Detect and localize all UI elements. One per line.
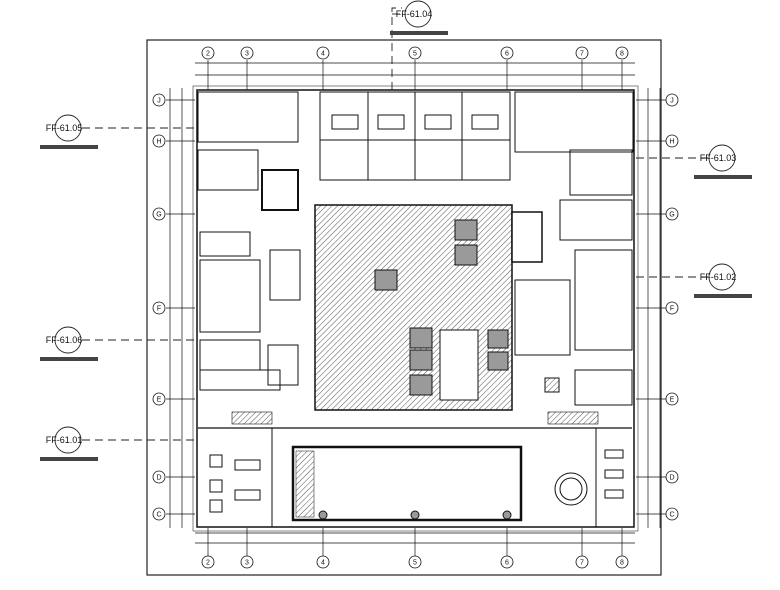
- grid-bubble-row-H: H: [665, 134, 679, 148]
- grid-label: E: [670, 397, 675, 404]
- grid-bubble-row-J: J: [152, 93, 166, 107]
- grid-label: C: [156, 512, 161, 519]
- grid-bubble-col-7: 7: [575, 555, 589, 569]
- grid-label: J: [670, 98, 674, 105]
- pool-area: [198, 427, 632, 527]
- callout-right-2: FF-61.02: [636, 263, 752, 298]
- grid-label: 5: [413, 51, 417, 58]
- grid-bubble-row-F: F: [665, 301, 679, 315]
- callout-caption: [694, 175, 752, 179]
- grid-label: 6: [505, 560, 509, 567]
- grid-bubble-col-2: 2: [201, 555, 215, 569]
- grid-bubble-col-6: 6: [500, 46, 514, 60]
- grid-label: 7: [580, 51, 584, 58]
- grid-bubble-row-C: C: [152, 507, 166, 521]
- callout-label: FF-61.04: [396, 9, 433, 19]
- left-wing-rooms: [197, 91, 301, 391]
- jacuzzi: [554, 472, 588, 506]
- grid-label: 3: [245, 51, 249, 58]
- grid-bubble-row-G: G: [152, 207, 166, 221]
- callout-label: FF-61.02: [700, 272, 737, 282]
- callout-caption: [390, 31, 448, 35]
- grid-bubble-row-F: F: [152, 301, 166, 315]
- grid-label: D: [156, 475, 161, 482]
- grid-label: 8: [620, 560, 624, 567]
- grid-bubble-row-C: C: [665, 507, 679, 521]
- callout-label: FF-61.06: [46, 335, 83, 345]
- callout-caption: [40, 457, 98, 461]
- callout-left-1: FF-61.05: [40, 114, 195, 149]
- grid-bubble-col-4: 4: [316, 555, 330, 569]
- grid-lines: [166, 60, 666, 556]
- grid-label: E: [157, 397, 162, 404]
- grid-bubble-row-G: G: [665, 207, 679, 221]
- building-outline: [196, 89, 635, 528]
- grid-label: 2: [206, 560, 210, 567]
- callout-top: FF-61.04: [390, 0, 448, 90]
- grid-bubble-row-D: D: [665, 470, 679, 484]
- stairs: [231, 411, 599, 425]
- lounge-furniture: [209, 449, 624, 513]
- grid-label: F: [670, 306, 674, 313]
- grid-label: D: [669, 475, 674, 482]
- central-core: [314, 204, 543, 411]
- callout-label: FF-61.03: [700, 153, 737, 163]
- grid-bubble-row-E: E: [152, 392, 166, 406]
- grid-label: J: [157, 98, 161, 105]
- grid-bubble-col-3: 3: [240, 555, 254, 569]
- callout-left-3: FF-61.01: [40, 426, 195, 461]
- swimming-pool: [291, 445, 523, 522]
- building-outer-wall: [192, 85, 639, 532]
- grid-bubble-col-5: 5: [408, 46, 422, 60]
- grid-label: 2: [206, 51, 210, 58]
- callout-label: FF-61.01: [46, 435, 83, 445]
- grid-bubble-col-8: 8: [615, 555, 629, 569]
- guest-rooms-block: [319, 91, 511, 181]
- callout-left-2: FF-61.06: [40, 326, 195, 361]
- grid-label: G: [156, 212, 161, 219]
- grid-bubble-row-J: J: [665, 93, 679, 107]
- grid-label: F: [157, 306, 161, 313]
- grid-bubble-col-5: 5: [408, 555, 422, 569]
- grid-label: C: [669, 512, 674, 519]
- grid-bubble-col-3: 3: [240, 46, 254, 60]
- grid-bubble-row-H: H: [152, 134, 166, 148]
- grid-label: 4: [321, 51, 325, 58]
- grid-bubble-row-E: E: [665, 392, 679, 406]
- grid-bubble-row-D: D: [152, 470, 166, 484]
- grid-label: 3: [245, 560, 249, 567]
- grid-label: G: [669, 212, 674, 219]
- grid-label: 7: [580, 560, 584, 567]
- grid-label: 8: [620, 51, 624, 58]
- callout-caption: [40, 145, 98, 149]
- grid-bubble-col-6: 6: [500, 555, 514, 569]
- grid-label: 4: [321, 560, 325, 567]
- grid-bubble-col-7: 7: [575, 46, 589, 60]
- callout-right-1: FF-61.03: [636, 144, 752, 179]
- right-wing-rooms: [514, 91, 634, 406]
- callout-label: FF-61.05: [46, 123, 83, 133]
- sheet-frame: [146, 39, 662, 576]
- grid-label: H: [156, 139, 161, 146]
- grid-label: 5: [413, 560, 417, 567]
- grid-bubble-col-8: 8: [615, 46, 629, 60]
- grid-label: 6: [505, 51, 509, 58]
- callout-caption: [694, 294, 752, 298]
- grid-bubble-col-2: 2: [201, 46, 215, 60]
- grid-label: H: [669, 139, 674, 146]
- callout-caption: [40, 357, 98, 361]
- elevator-shaft: [511, 211, 543, 263]
- grid-bubble-col-4: 4: [316, 46, 330, 60]
